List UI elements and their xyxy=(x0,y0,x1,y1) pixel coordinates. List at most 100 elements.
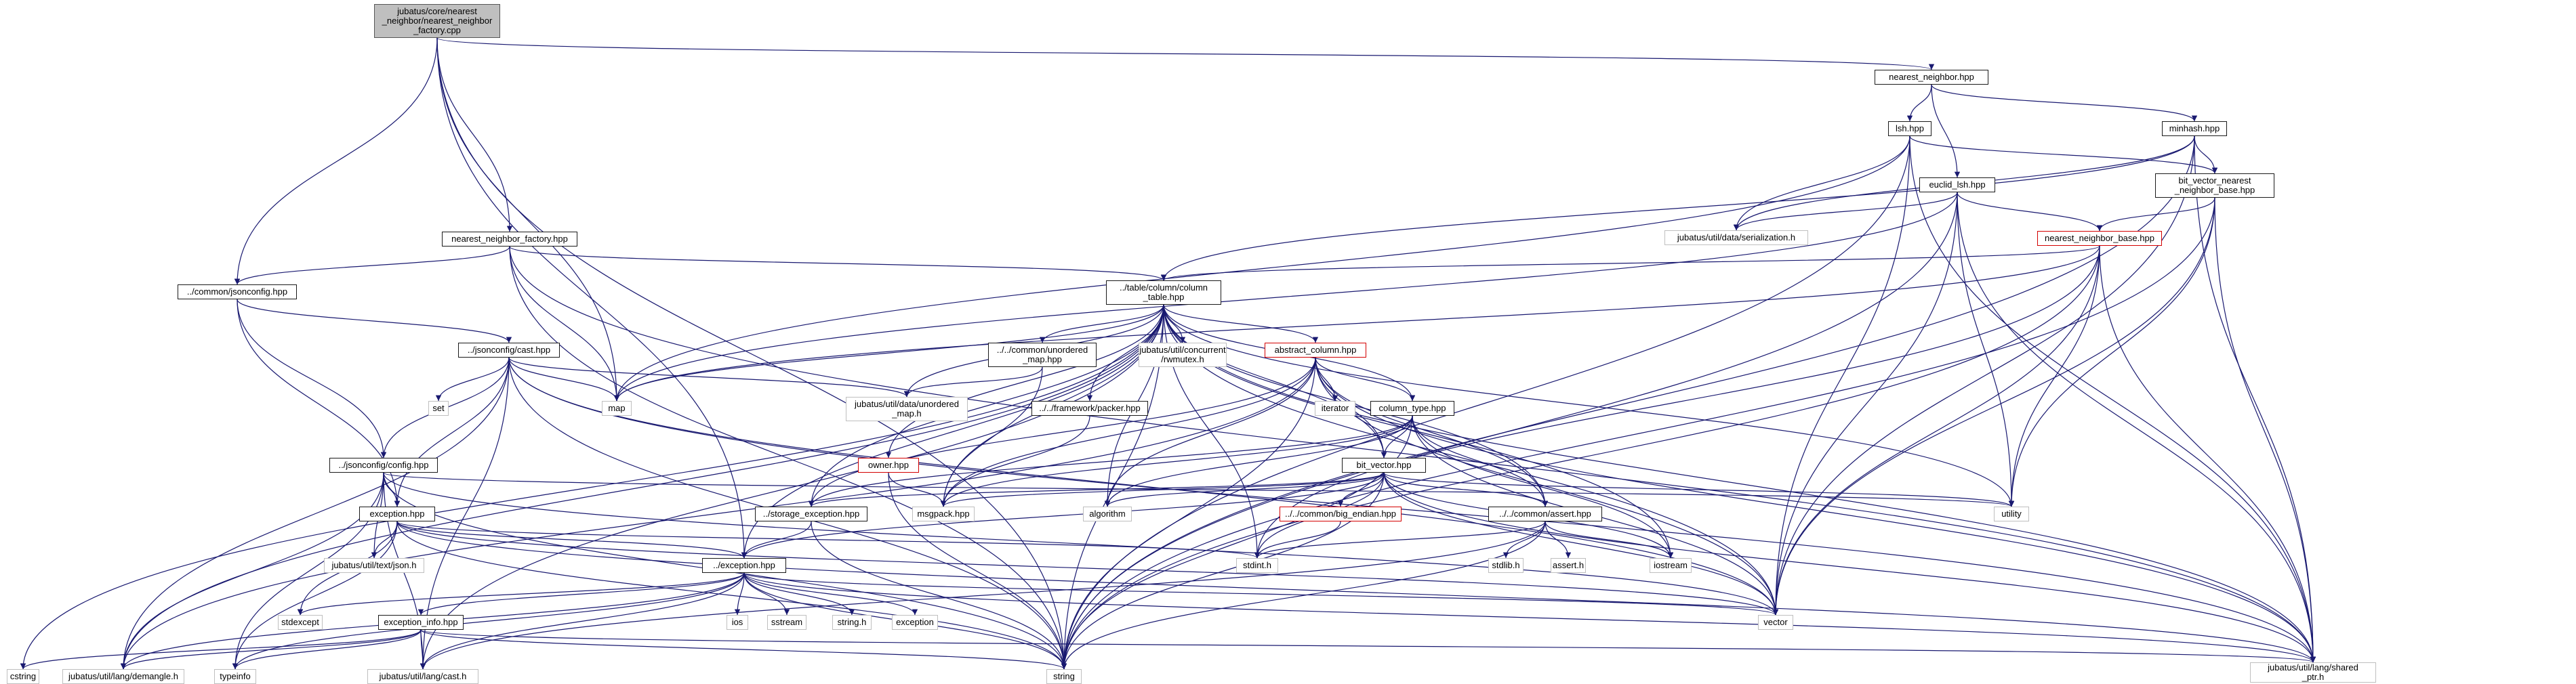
edge-cast-to-uunordered xyxy=(508,357,910,398)
edge-nn-to-minhash xyxy=(1931,84,2198,122)
edge-lsh-to-sharedptr xyxy=(1909,135,2316,663)
edge-bitvector-to-msgpack xyxy=(940,472,1385,507)
edge-lsh-to-serial xyxy=(1733,135,1910,231)
edge-cast-to-exceptionh xyxy=(394,357,510,507)
node-map: map xyxy=(602,401,632,416)
node-utility: utility xyxy=(1994,507,2029,521)
node-exceptionh[interactable]: exception.hpp xyxy=(359,507,435,521)
node-exception: exception xyxy=(892,615,938,630)
node-nnbase[interactable]: nearest_neighbor_base.hpp xyxy=(2037,231,2162,246)
edge-cassert-to-stdlib xyxy=(1502,521,1546,559)
edge-cjsonconfig-to-cast xyxy=(237,299,512,343)
node-msgpack: msgpack.hpp xyxy=(912,507,975,521)
edge-coltype-to-bitvector xyxy=(1381,415,1413,458)
edge-exc-to-excinfo xyxy=(417,572,745,616)
edge-coltable-to-cunordered xyxy=(1039,304,1164,343)
edge-root-to-nnfactory xyxy=(436,37,513,232)
node-cjsonconfig[interactable]: ../common/jsonconfig.hpp xyxy=(178,284,297,299)
node-excinfo[interactable]: exception_info.hpp xyxy=(378,615,464,630)
edge-abscol-to-algorithm xyxy=(1104,357,1316,507)
node-bvnb[interactable]: bit_vector_nearest _neighbor_base.hpp xyxy=(2155,173,2274,198)
node-packer[interactable]: ../../framework/packer.hpp xyxy=(1031,401,1148,416)
node-cunordered[interactable]: ../../common/unordered _map.hpp xyxy=(988,343,1097,367)
node-cstring: cstring xyxy=(7,669,39,684)
edge-nnbase-to-utility xyxy=(2008,245,2100,507)
node-owner[interactable]: owner.hpp xyxy=(858,458,919,473)
edge-bitvector-to-bigendian xyxy=(1337,472,1385,507)
node-sharedptr: jubatus/util/lang/shared _ptr.h xyxy=(2250,662,2376,683)
edge-cunordered-to-msgpack xyxy=(940,366,1043,507)
edge-nnfactory-to-map xyxy=(509,246,620,402)
node-rwmutex: jubatus/util/concurrent /rwmutex.h xyxy=(1139,343,1227,367)
node-vector: vector xyxy=(1758,615,1793,630)
edge-coltable-to-langcast xyxy=(420,304,1164,670)
node-coltype[interactable]: column_type.hpp xyxy=(1370,401,1454,416)
edge-coltype-to-storageexc xyxy=(808,415,1413,507)
edge-exc-to-sharedptr xyxy=(743,572,2316,663)
edge-coltable-to-owner xyxy=(885,304,1164,458)
node-sstream: sstream xyxy=(767,615,806,630)
edge-jconfig-to-utility xyxy=(383,472,2014,507)
edge-nnbase-to-sharedptr xyxy=(2099,245,2316,663)
edge-cast-to-sharedptr xyxy=(508,357,2316,663)
edge-abscol-to-string xyxy=(1061,357,1316,670)
edge-abscol-to-storageexc xyxy=(808,357,1316,507)
edge-abscol-to-msgpack xyxy=(940,357,1316,507)
node-nnfactory[interactable]: nearest_neighbor_factory.hpp xyxy=(442,232,577,247)
edge-root-to-map xyxy=(436,37,620,402)
edge-exceptionh-to-sharedptr xyxy=(396,521,2316,663)
node-asserth: assert.h xyxy=(1551,558,1586,573)
edge-cassert-to-asserth xyxy=(1545,521,1572,559)
node-root[interactable]: jubatus/core/nearest _neighbor/nearest_n… xyxy=(374,4,500,38)
node-exc[interactable]: ../exception.hpp xyxy=(702,558,786,573)
node-stdlib: stdlib.h xyxy=(1488,558,1524,573)
edge-euclid-to-vector xyxy=(1772,192,1958,616)
node-set: set xyxy=(428,401,449,416)
edge-coltable-to-abscol xyxy=(1163,304,1319,343)
edge-bvnb-to-utility xyxy=(2008,197,2215,507)
node-nn[interactable]: nearest_neighbor.hpp xyxy=(1875,70,1988,85)
edge-coltable-to-sharedptr xyxy=(1163,304,2316,663)
edge-bvnb-to-nnbase xyxy=(2096,197,2215,232)
edge-coltype-to-algorithm xyxy=(1104,415,1413,507)
edge-nnfactory-to-cjsonconfig xyxy=(234,246,510,285)
edge-excinfo-to-string xyxy=(420,629,1067,670)
edge-exc-to-stringh xyxy=(743,572,855,616)
edge-root-to-string xyxy=(436,37,1067,670)
edge-coltype-to-cassert xyxy=(1412,415,1549,507)
node-coltable[interactable]: ../table/column/column _table.hpp xyxy=(1106,280,1221,305)
edge-bitvector-to-vector xyxy=(1383,472,1779,616)
node-typeinfo: typeinfo xyxy=(214,669,256,684)
node-minhash[interactable]: minhash.hpp xyxy=(2162,121,2227,136)
node-bitvector[interactable]: bit_vector.hpp xyxy=(1342,458,1426,473)
edge-excinfo-to-typeinfo xyxy=(232,629,422,670)
edge-cassert-to-string xyxy=(1061,521,1546,670)
node-lsh[interactable]: lsh.hpp xyxy=(1888,121,1931,136)
node-storageexc[interactable]: ../storage_exception.hpp xyxy=(755,507,867,521)
edge-abscol-to-coltype xyxy=(1315,357,1416,402)
edge-nnbase-to-map xyxy=(613,245,2100,402)
node-abscol[interactable]: abstract_column.hpp xyxy=(1265,343,1366,358)
edge-minhash-to-sharedptr xyxy=(2194,135,2316,663)
edge-euclid-to-string xyxy=(1061,192,1958,670)
node-cast[interactable]: ../jsonconfig/cast.hpp xyxy=(458,343,560,358)
edge-euclid-to-sharedptr xyxy=(1957,192,2316,663)
edge-coltable-to-utility xyxy=(1163,304,2015,507)
edge-exceptionh-to-typeinfo xyxy=(232,521,398,670)
node-cassert[interactable]: ../../common/assert.hpp xyxy=(1488,507,1602,521)
edge-exc-to-vector xyxy=(743,572,1778,616)
edge-root-to-nn xyxy=(436,37,1934,70)
edge-storageexc-to-exc xyxy=(741,521,812,559)
edge-coltable-to-string xyxy=(1061,304,1164,670)
edge-exceptionh-to-exc xyxy=(396,521,748,559)
node-euclid[interactable]: euclid_lsh.hpp xyxy=(1919,177,1995,192)
edge-cast-to-map xyxy=(508,357,620,402)
edge-coltype-to-msgpack xyxy=(940,415,1413,507)
node-jconfig[interactable]: ../jsonconfig/config.hpp xyxy=(329,458,438,473)
edge-cast-to-set xyxy=(435,357,510,402)
edge-root-to-cjsonconfig xyxy=(234,37,438,285)
edge-root-to-exc xyxy=(436,37,748,559)
node-bigendian[interactable]: ../../common/big_endian.hpp xyxy=(1280,507,1402,521)
